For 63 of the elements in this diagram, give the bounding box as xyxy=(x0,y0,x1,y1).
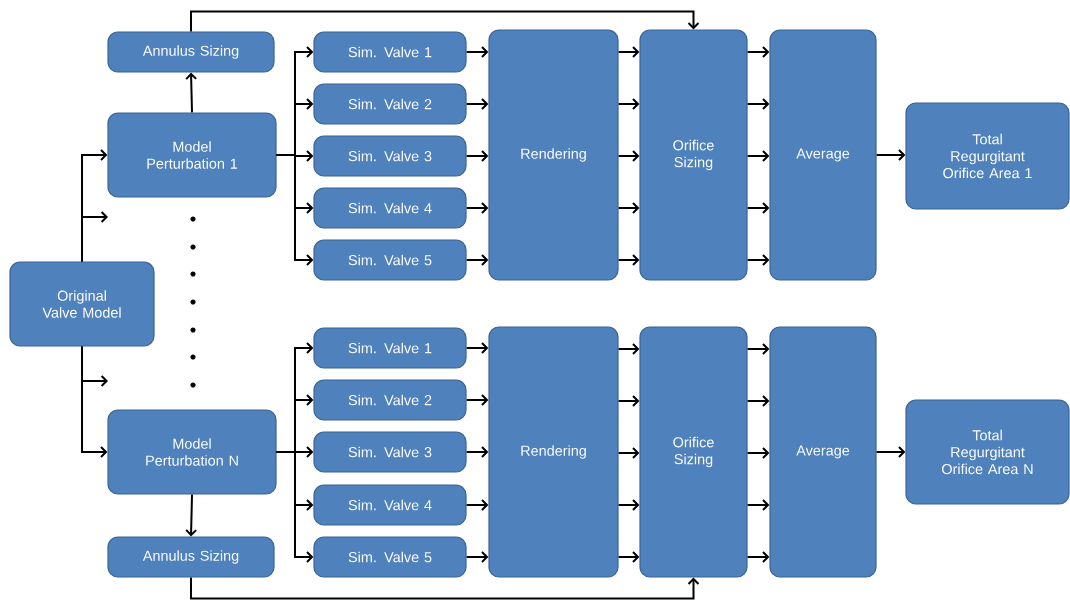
arrow xyxy=(617,551,640,563)
process-box: Average xyxy=(769,326,877,578)
arrow xyxy=(746,447,770,459)
arrow xyxy=(746,202,770,214)
process-box: Sim. Valve 3 xyxy=(313,135,467,177)
arrow xyxy=(617,395,640,407)
arrow xyxy=(185,493,198,537)
arrow xyxy=(275,451,314,563)
process-box: Sim. Valve 5 xyxy=(313,536,467,578)
arrow xyxy=(617,98,640,110)
arrow xyxy=(185,72,198,114)
process-box: Original Valve Model xyxy=(9,261,155,347)
output-box: Total Regurgitant Orifice Area 1 xyxy=(905,102,1070,210)
process-box: Sim. Valve 4 xyxy=(313,484,467,526)
process-box: Orifice Sizing xyxy=(639,29,748,281)
process-box: Sim. Valve 5 xyxy=(313,239,467,281)
process-box: Model Perturbation 1 xyxy=(107,112,277,198)
process-box: Sim. Valve 3 xyxy=(313,431,467,473)
arrow xyxy=(465,394,489,406)
arrow xyxy=(746,150,770,162)
arrow xyxy=(465,202,489,214)
arrow xyxy=(746,46,770,58)
process-box: Annulus Sizing xyxy=(107,536,275,578)
arrow xyxy=(617,447,640,459)
arrow xyxy=(465,254,489,266)
arrow xyxy=(746,499,770,511)
arrow xyxy=(81,345,108,458)
arrow xyxy=(617,499,640,511)
arrow xyxy=(746,395,770,407)
arrow xyxy=(190,576,700,600)
arrow xyxy=(617,202,640,214)
process-box: Sim. Valve 1 xyxy=(313,327,467,369)
arrow xyxy=(465,342,489,354)
process-box: Average xyxy=(769,29,877,281)
process-box: Annulus Sizing xyxy=(107,31,275,73)
arrow xyxy=(875,149,906,161)
arrow xyxy=(746,343,770,355)
arrow xyxy=(465,499,489,511)
process-box: Orifice Sizing xyxy=(639,326,748,578)
process-box: Sim. Valve 4 xyxy=(313,187,467,229)
arrow xyxy=(275,154,314,266)
process-box: Model Perturbation N xyxy=(107,409,277,495)
process-box: Rendering xyxy=(488,29,619,281)
arrow xyxy=(617,150,640,162)
arrow xyxy=(465,446,489,458)
arrow xyxy=(746,254,770,266)
arrow xyxy=(746,551,770,563)
arrow xyxy=(617,343,640,355)
arrow xyxy=(746,98,770,110)
process-box: Sim. Valve 2 xyxy=(313,379,467,421)
arrow xyxy=(465,150,489,162)
arrow xyxy=(617,254,640,266)
arrow xyxy=(465,98,489,110)
arrow xyxy=(190,10,700,33)
process-box: Sim. Valve 1 xyxy=(313,31,467,73)
arrow xyxy=(617,46,640,58)
arrow xyxy=(465,46,489,58)
process-box: Rendering xyxy=(488,326,619,578)
arrow xyxy=(875,446,906,458)
arrow xyxy=(465,551,489,563)
arrow xyxy=(81,211,108,263)
output-box: Total Regurgitant Orifice Area N xyxy=(905,399,1070,505)
process-box: Sim. Valve 2 xyxy=(313,83,467,125)
